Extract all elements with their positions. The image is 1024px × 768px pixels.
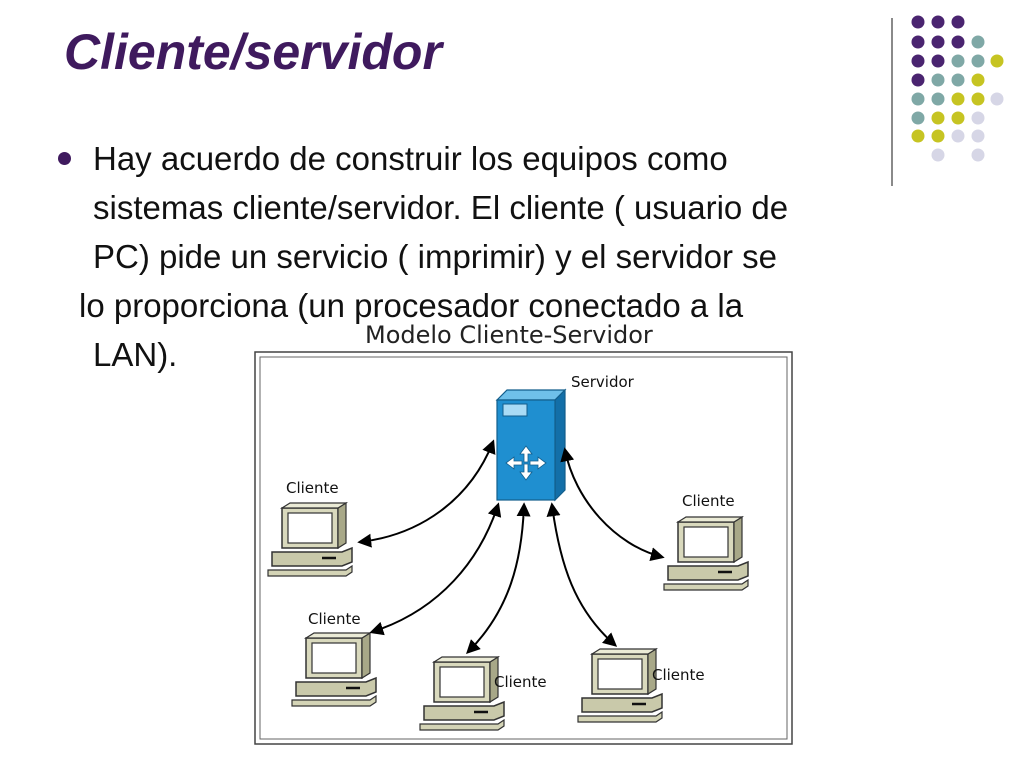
bullet-line-3: PC) pide un servicio ( imprimir) y el se… — [93, 238, 777, 275]
client-label: Cliente — [494, 673, 547, 691]
bullet-text: Hay acuerdo de construir los equipos com… — [79, 134, 948, 379]
decorative-dot-grid — [911, 15, 1004, 162]
connection-arrow — [560, 447, 665, 562]
diagram-inner-frame — [259, 356, 788, 740]
client-label: Cliente — [652, 666, 705, 684]
bullet-line-2: sistemas cliente/servidor. El cliente ( … — [93, 189, 789, 226]
client-label: Cliente — [682, 492, 735, 510]
slide-title: Cliente/servidor — [64, 24, 442, 80]
bullet-marker — [58, 152, 71, 165]
bullet-line-4: lo proporciona (un procesador conectado … — [79, 287, 744, 324]
client-label: Cliente — [308, 610, 361, 628]
diagram-title: Modelo Cliente-Servidor — [365, 321, 653, 349]
connection-arrow — [546, 502, 618, 647]
server-icon — [495, 388, 567, 502]
bullet-line-5: LAN). — [93, 336, 178, 373]
bullet-line-1: Hay acuerdo de construir los equipos com… — [93, 140, 728, 177]
decorative-divider — [891, 18, 893, 186]
server-label: Servidor — [571, 373, 635, 391]
connection-arrow — [466, 502, 531, 654]
client-label: Cliente — [286, 479, 339, 497]
